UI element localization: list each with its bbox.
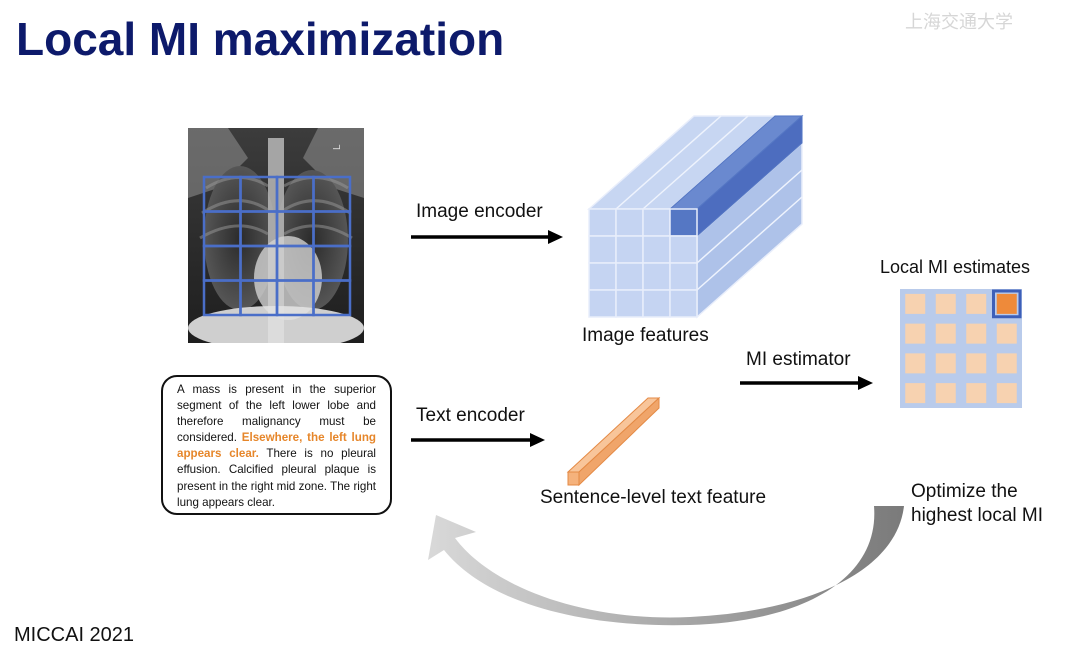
mi-cell: [935, 353, 956, 374]
feature-cell: [588, 235, 617, 264]
mi-cell: [996, 383, 1017, 404]
feature-cell: [588, 208, 617, 237]
feature-cell: [615, 235, 644, 264]
watermark-logo: 上海交通大学: [905, 12, 1013, 32]
mi-estimator-label: MI estimator: [746, 349, 851, 370]
mi-cell: [966, 353, 987, 374]
feature-cell: [615, 262, 644, 291]
mi-cell: [905, 383, 926, 404]
feature-cell: [669, 262, 698, 291]
sentence-feature-label: Sentence-level text feature: [540, 487, 767, 508]
feature-cell: [615, 208, 644, 237]
mi-cell: [905, 353, 926, 374]
image-encoder-label: Image encoder: [416, 201, 543, 222]
mi-cell: [935, 293, 956, 314]
feature-cell: [642, 289, 671, 318]
text-feature-bar: [566, 396, 661, 487]
text-encoder-label: Text encoder: [416, 405, 525, 426]
feature-cell-highlight: [669, 208, 698, 237]
feature-cell: [642, 262, 671, 291]
feature-cell: [642, 235, 671, 264]
feedback-curve-arrow: [428, 506, 904, 626]
mi-cell: [966, 383, 987, 404]
text-encoder-arrow: [411, 433, 545, 447]
mi-cell: [996, 353, 1017, 374]
mi-cell: [996, 323, 1017, 344]
optimize-label: Optimize the highest local MI: [911, 480, 1043, 528]
report-text-after: There is no pleural effusion. Calcified …: [177, 447, 376, 509]
page-title: Local MI maximization: [16, 13, 505, 65]
local-mi-estimates-label: Local MI estimates: [880, 257, 1031, 277]
feature-cell: [588, 262, 617, 291]
mi-cell-highlight-border: [992, 289, 1022, 319]
mi-cell: [935, 383, 956, 404]
radiology-report-text: A mass is present in the superior segmen…: [177, 382, 376, 511]
feature-cell: [615, 289, 644, 318]
feature-cell: [642, 208, 671, 237]
report-text-before: A mass is present in the superior segmen…: [177, 383, 376, 445]
image-encoder-arrow: [411, 230, 563, 244]
feature-cell: [669, 235, 698, 264]
footer-conference: MICCAI 2021: [14, 624, 135, 646]
optimize-label-line2: highest local MI: [911, 505, 1044, 526]
local-mi-estimates-grid: [900, 289, 1022, 408]
feature-cell: [588, 289, 617, 318]
mi-cell: [966, 323, 987, 344]
radiology-report-box: A mass is present in the superior segmen…: [161, 375, 392, 515]
mi-estimator-arrow: [740, 376, 873, 390]
image-features-label: Image features: [582, 325, 709, 346]
feature-cell: [669, 289, 698, 318]
mi-cell: [905, 323, 926, 344]
mi-cell-highest: [996, 293, 1017, 314]
mi-cell: [935, 323, 956, 344]
optimize-label-line1: Optimize the: [911, 481, 1018, 502]
xray-grid-cell: [312, 279, 352, 317]
svg-text:L: L: [332, 144, 343, 150]
mi-cell: [966, 293, 987, 314]
report-text-highlight: Elsewhere, the left lung appears clear.: [177, 431, 376, 461]
image-features-cube: [587, 114, 804, 319]
mi-cell: [905, 293, 926, 314]
